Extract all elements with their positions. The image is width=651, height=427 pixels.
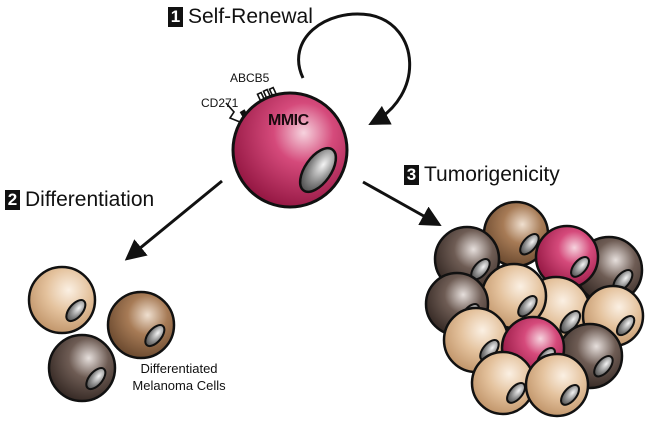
dark-cell [47, 333, 117, 403]
step-self-renewal: 1 Self-Renewal [168, 5, 313, 29]
mmic-label: MMIC [268, 112, 309, 129]
step-label: Differentiation [25, 188, 155, 211]
caption-line: Melanoma Cells [132, 378, 226, 393]
differentiation-arrow [124, 179, 223, 261]
tan-cell [27, 265, 97, 335]
step-number: 1 [168, 7, 183, 27]
self-renewal-arrow [297, 12, 412, 125]
step-label: Self-Renewal [188, 5, 313, 28]
step-number: 2 [5, 190, 20, 210]
abcb5-label: ABCB5 [230, 71, 270, 85]
tan-cell [470, 350, 536, 416]
caption-line: Differentiated [140, 361, 218, 376]
step-differentiation: 2 Differentiation [5, 188, 154, 212]
tan-cell [524, 352, 590, 418]
step-number: 3 [404, 165, 419, 185]
brown-cell [106, 290, 176, 360]
step-tumorigenicity: 3 Tumorigenicity [404, 163, 560, 187]
differentiated-cells-caption: Differentiated Melanoma Cells [124, 360, 234, 394]
mmic-cell [231, 91, 349, 209]
tumorigenicity-arrow [362, 180, 442, 227]
mmic-cell [534, 224, 600, 290]
cd271-label: CD271 [201, 96, 239, 110]
step-label: Tumorigenicity [424, 163, 560, 186]
